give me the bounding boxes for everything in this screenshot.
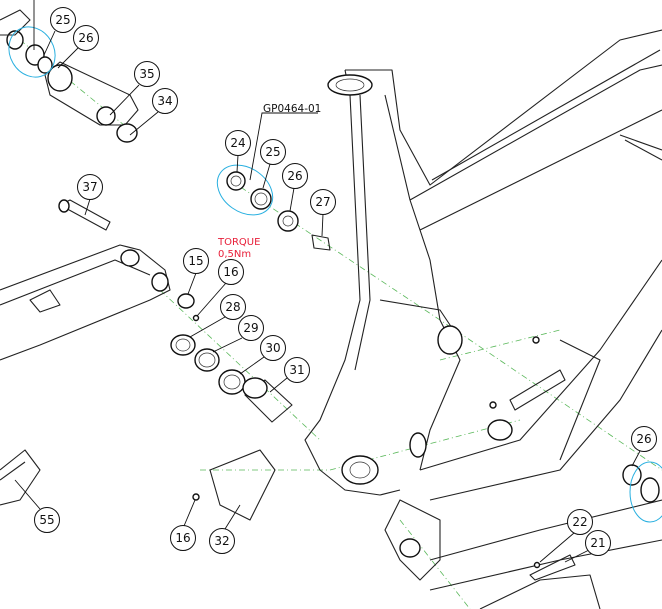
- callout-24: 24: [225, 130, 251, 156]
- upper-link: [0, 9, 139, 143]
- callout-bubble: [218, 259, 244, 285]
- callout-number: 26: [287, 169, 302, 183]
- callout-bubble: [77, 174, 103, 200]
- callout-bubble: [282, 163, 308, 189]
- callout-number: 29: [243, 321, 258, 335]
- callout-21: 21: [585, 530, 611, 556]
- callout-number: 35: [139, 67, 154, 81]
- leader-lines: [14, 0, 641, 563]
- callout-26: 26: [282, 163, 308, 189]
- rocker-link: [0, 244, 171, 506]
- callout-bubble: [34, 507, 60, 533]
- callout-number: 15: [188, 254, 203, 268]
- callout-number: 34: [157, 94, 172, 108]
- callout-25: 25: [260, 139, 286, 165]
- callout-bubble: [183, 248, 209, 274]
- callout-number: 26: [78, 31, 93, 45]
- callout-bubble: [284, 357, 310, 383]
- callout-number: 27: [315, 195, 330, 209]
- callout-32: 32: [209, 528, 235, 554]
- callout-35: 35: [134, 61, 160, 87]
- torque-label: TORQUE: [217, 237, 260, 248]
- callout-number: 16: [175, 531, 190, 545]
- callout-number: 32: [214, 534, 229, 548]
- callout-number: 26: [636, 432, 651, 446]
- callout-bubble: [134, 61, 160, 87]
- callout-number: 30: [265, 341, 280, 355]
- callout-31: 31: [284, 357, 310, 383]
- callout-bubble: [260, 335, 286, 361]
- callout-bubble: [209, 528, 235, 554]
- frame-outline: [304, 29, 662, 609]
- callout-bubble: [585, 530, 611, 556]
- callout-bubble: [260, 139, 286, 165]
- assembly-reference-label: GP0464-01: [263, 103, 321, 115]
- callout-26: 26: [631, 426, 657, 452]
- callout-bubble: [50, 7, 76, 33]
- callout-26: 26: [73, 25, 99, 51]
- callout-bubble: [238, 315, 264, 341]
- callout-bubble: [152, 88, 178, 114]
- callout-bubble: [73, 25, 99, 51]
- callout-number: 31: [289, 363, 304, 377]
- callout-number: 37: [82, 180, 97, 194]
- callout-16: 16: [170, 525, 196, 551]
- callout-29: 29: [238, 315, 264, 341]
- torque-value: 0,5Nm: [218, 249, 251, 260]
- callout-30: 30: [260, 335, 286, 361]
- callout-15: 15: [183, 248, 209, 274]
- callout-34: 34: [152, 88, 178, 114]
- callout-number: 22: [572, 515, 587, 529]
- callout-bubble: [631, 426, 657, 452]
- callout-number: 21: [590, 536, 605, 550]
- hardware-parts: [58, 164, 662, 581]
- callout-bubble: [310, 189, 336, 215]
- callout-bubble: [567, 509, 593, 535]
- callout-22: 22: [567, 509, 593, 535]
- callout-number: 24: [230, 136, 245, 150]
- callout-28: 28: [220, 294, 246, 320]
- callout-bubble: [220, 294, 246, 320]
- callout-25: 25: [50, 7, 76, 33]
- callout-37: 37: [77, 174, 103, 200]
- callout-16: 16: [218, 259, 244, 285]
- callout-number: 28: [225, 300, 240, 314]
- callout-number: 16: [223, 265, 238, 279]
- callout-number: 55: [39, 513, 54, 527]
- callout-number: 25: [265, 145, 280, 159]
- callout-55: 55: [34, 507, 60, 533]
- callout-bubble: [170, 525, 196, 551]
- callout-number: 25: [55, 13, 70, 27]
- callout-27: 27: [310, 189, 336, 215]
- callout-bubble: [225, 130, 251, 156]
